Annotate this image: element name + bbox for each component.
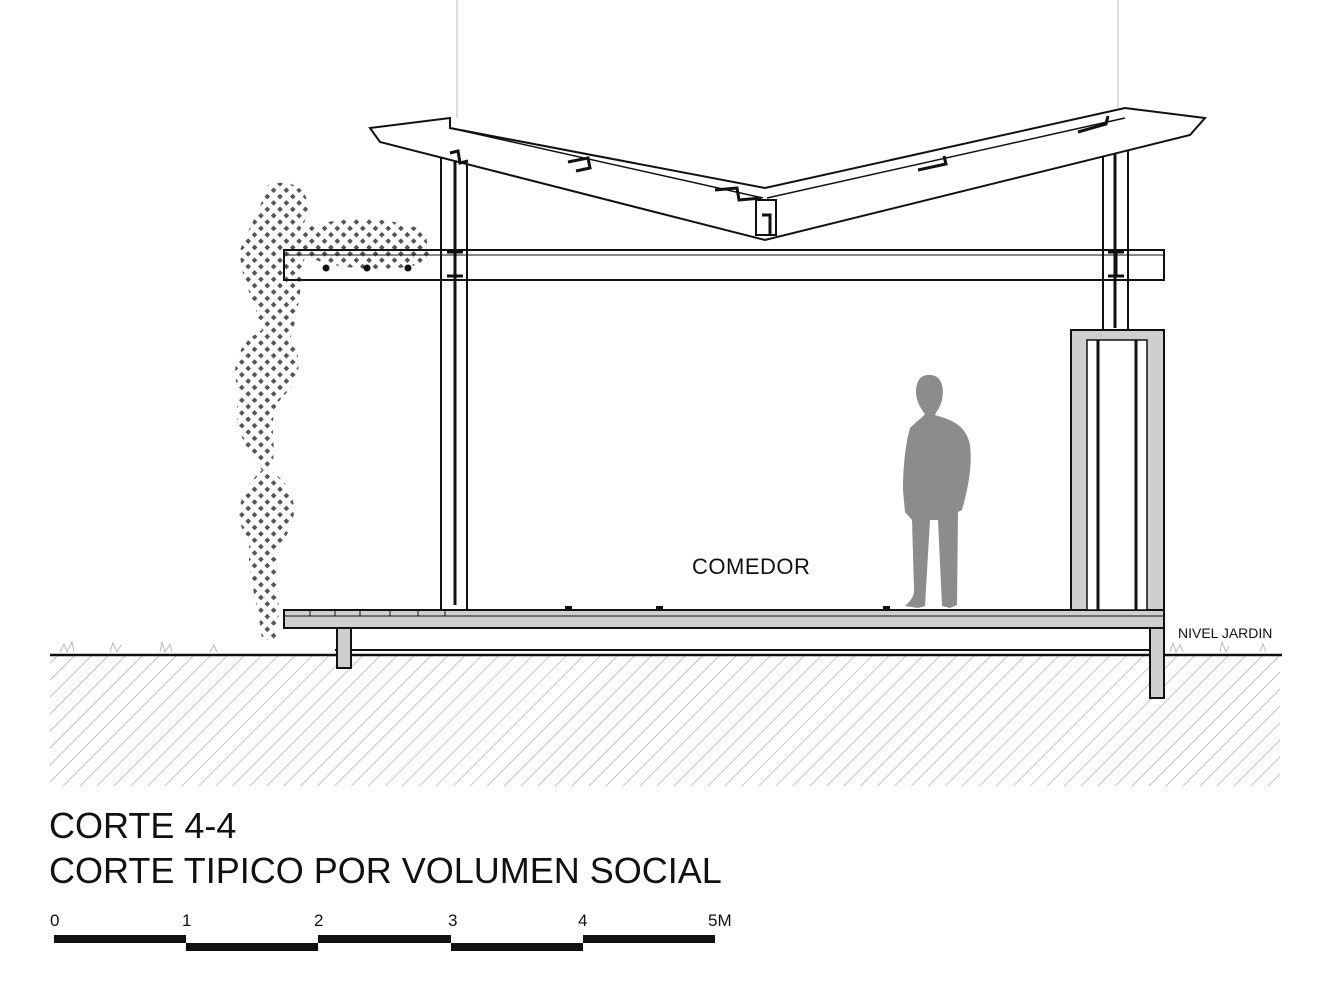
scale-segment [583, 935, 715, 943]
scale-bar: 0 1 2 3 4 5M [0, 905, 780, 965]
drawing-title: CORTE 4-4 [49, 805, 237, 846]
scale-tick-label: 4 [578, 911, 588, 930]
ground-hatch [50, 656, 1280, 786]
drawing-subtitle: CORTE TIPICO POR VOLUMEN SOCIAL [49, 850, 722, 891]
room-label: COMEDOR [692, 554, 811, 579]
tie-beam [283, 249, 1165, 281]
scale-tick-label: 5M [708, 911, 732, 930]
level-label: NIVEL JARDIN [1178, 625, 1273, 641]
scale-tick-label: 3 [448, 911, 458, 930]
scale-tick-label: 2 [314, 911, 324, 930]
scale-segment [186, 943, 318, 951]
floor-slab [283, 609, 1165, 629]
scale-segment [318, 935, 451, 943]
footing-left [336, 627, 352, 669]
footing-right [1149, 627, 1165, 699]
scale-segment [451, 943, 583, 951]
scale-tick-label: 0 [50, 911, 60, 930]
scale-tick-label: 1 [182, 911, 192, 930]
foliage [235, 182, 430, 640]
grass [59, 640, 1267, 654]
person-silhouette [903, 374, 971, 608]
roof [368, 106, 1208, 242]
scale-segment [54, 935, 186, 943]
